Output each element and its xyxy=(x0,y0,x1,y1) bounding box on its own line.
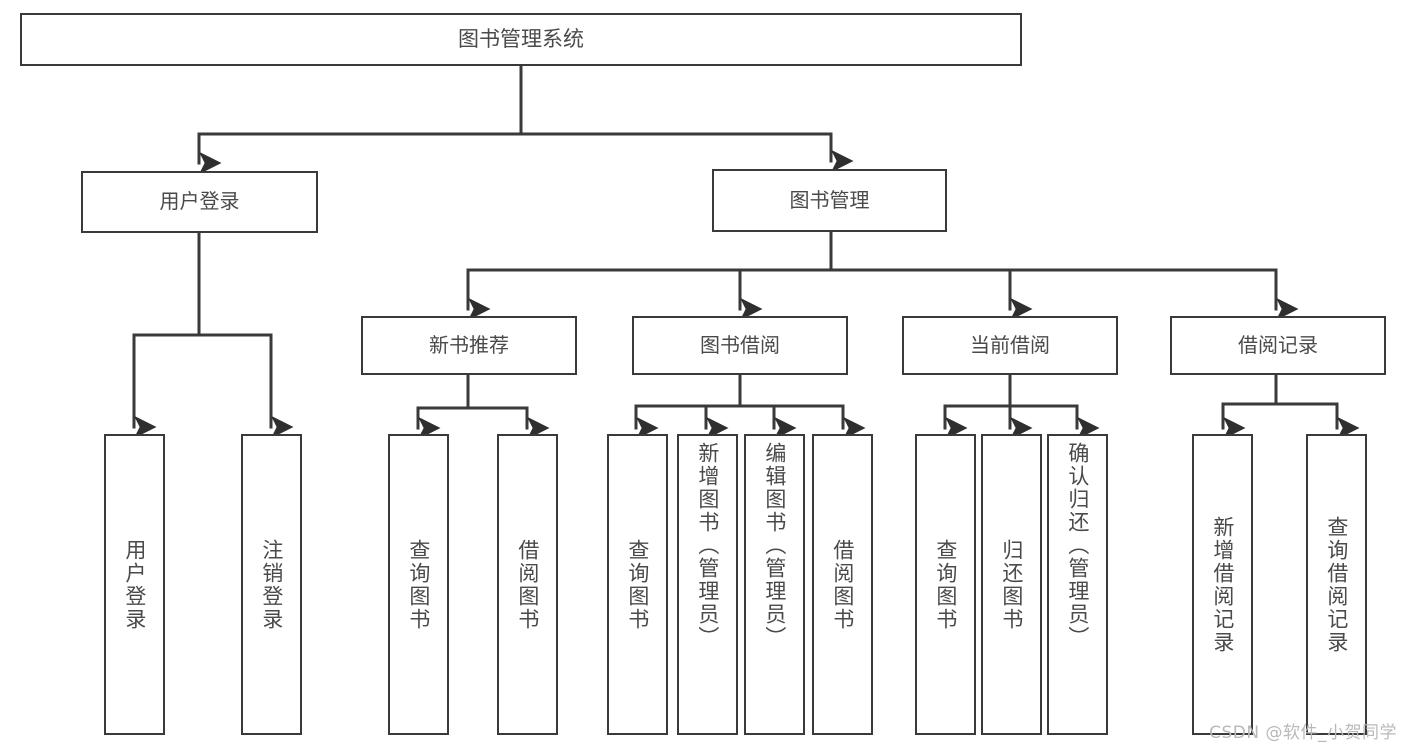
leaf-logout[interactable]: 注销登录 xyxy=(241,434,302,735)
node-label: 借阅图书 xyxy=(830,538,855,631)
node-book-management[interactable]: 图书管理 xyxy=(712,169,947,232)
node-borrow-records[interactable]: 借阅记录 xyxy=(1170,316,1386,375)
node-label: 新增图书（管理员） xyxy=(695,442,720,649)
node-label: 编辑图书（管理员） xyxy=(762,442,787,649)
node-label: 新书推荐 xyxy=(429,332,509,357)
leaf-query-borrow-record[interactable]: 查询借阅记录 xyxy=(1306,434,1367,735)
leaf-user-login[interactable]: 用户登录 xyxy=(104,434,165,735)
node-label: 借阅图书 xyxy=(515,538,540,631)
leaf-edit-book-admin[interactable]: 编辑图书（管理员） xyxy=(744,434,805,735)
node-label: 查询借阅记录 xyxy=(1324,515,1349,654)
node-label: 图书管理 xyxy=(789,187,870,212)
csdn-watermark: CSDN @软件_小贺同学 xyxy=(1209,723,1397,743)
node-label: 确认归还（管理员） xyxy=(1065,442,1090,649)
node-label: 用户登录 xyxy=(122,538,147,631)
leaf-add-borrow-record[interactable]: 新增借阅记录 xyxy=(1192,434,1253,735)
node-label: 借阅记录 xyxy=(1238,332,1318,357)
leaf-confirm-return-admin[interactable]: 确认归还（管理员） xyxy=(1047,434,1108,735)
node-new-book-recommendation[interactable]: 新书推荐 xyxy=(361,316,577,375)
node-user-login[interactable]: 用户登录 xyxy=(81,171,318,233)
node-book-borrowing[interactable]: 图书借阅 xyxy=(632,316,848,375)
node-label: 用户登录 xyxy=(159,189,240,214)
node-label: 查询图书 xyxy=(933,538,958,631)
leaf-return-books[interactable]: 归还图书 xyxy=(981,434,1042,735)
node-label: 新增借阅记录 xyxy=(1210,515,1235,654)
leaf-borrow-books[interactable]: 借阅图书 xyxy=(812,434,873,735)
node-label: 图书借阅 xyxy=(700,332,780,357)
node-label: 查询图书 xyxy=(406,538,431,631)
node-label: 注销登录 xyxy=(259,538,284,631)
node-label: 图书管理系统 xyxy=(458,27,584,52)
node-label: 查询图书 xyxy=(625,538,650,631)
leaf-query-books-recommend[interactable]: 查询图书 xyxy=(388,434,449,735)
node-label: 归还图书 xyxy=(999,538,1024,631)
node-label: 当前借阅 xyxy=(970,332,1050,357)
leaf-borrow-books-recommend[interactable]: 借阅图书 xyxy=(497,434,558,735)
node-root-book-management-system[interactable]: 图书管理系统 xyxy=(20,13,1022,66)
leaf-query-books-current[interactable]: 查询图书 xyxy=(915,434,976,735)
leaf-query-books-borrow[interactable]: 查询图书 xyxy=(607,434,668,735)
leaf-add-book-admin[interactable]: 新增图书（管理员） xyxy=(677,434,738,735)
node-current-borrowing[interactable]: 当前借阅 xyxy=(902,316,1118,375)
